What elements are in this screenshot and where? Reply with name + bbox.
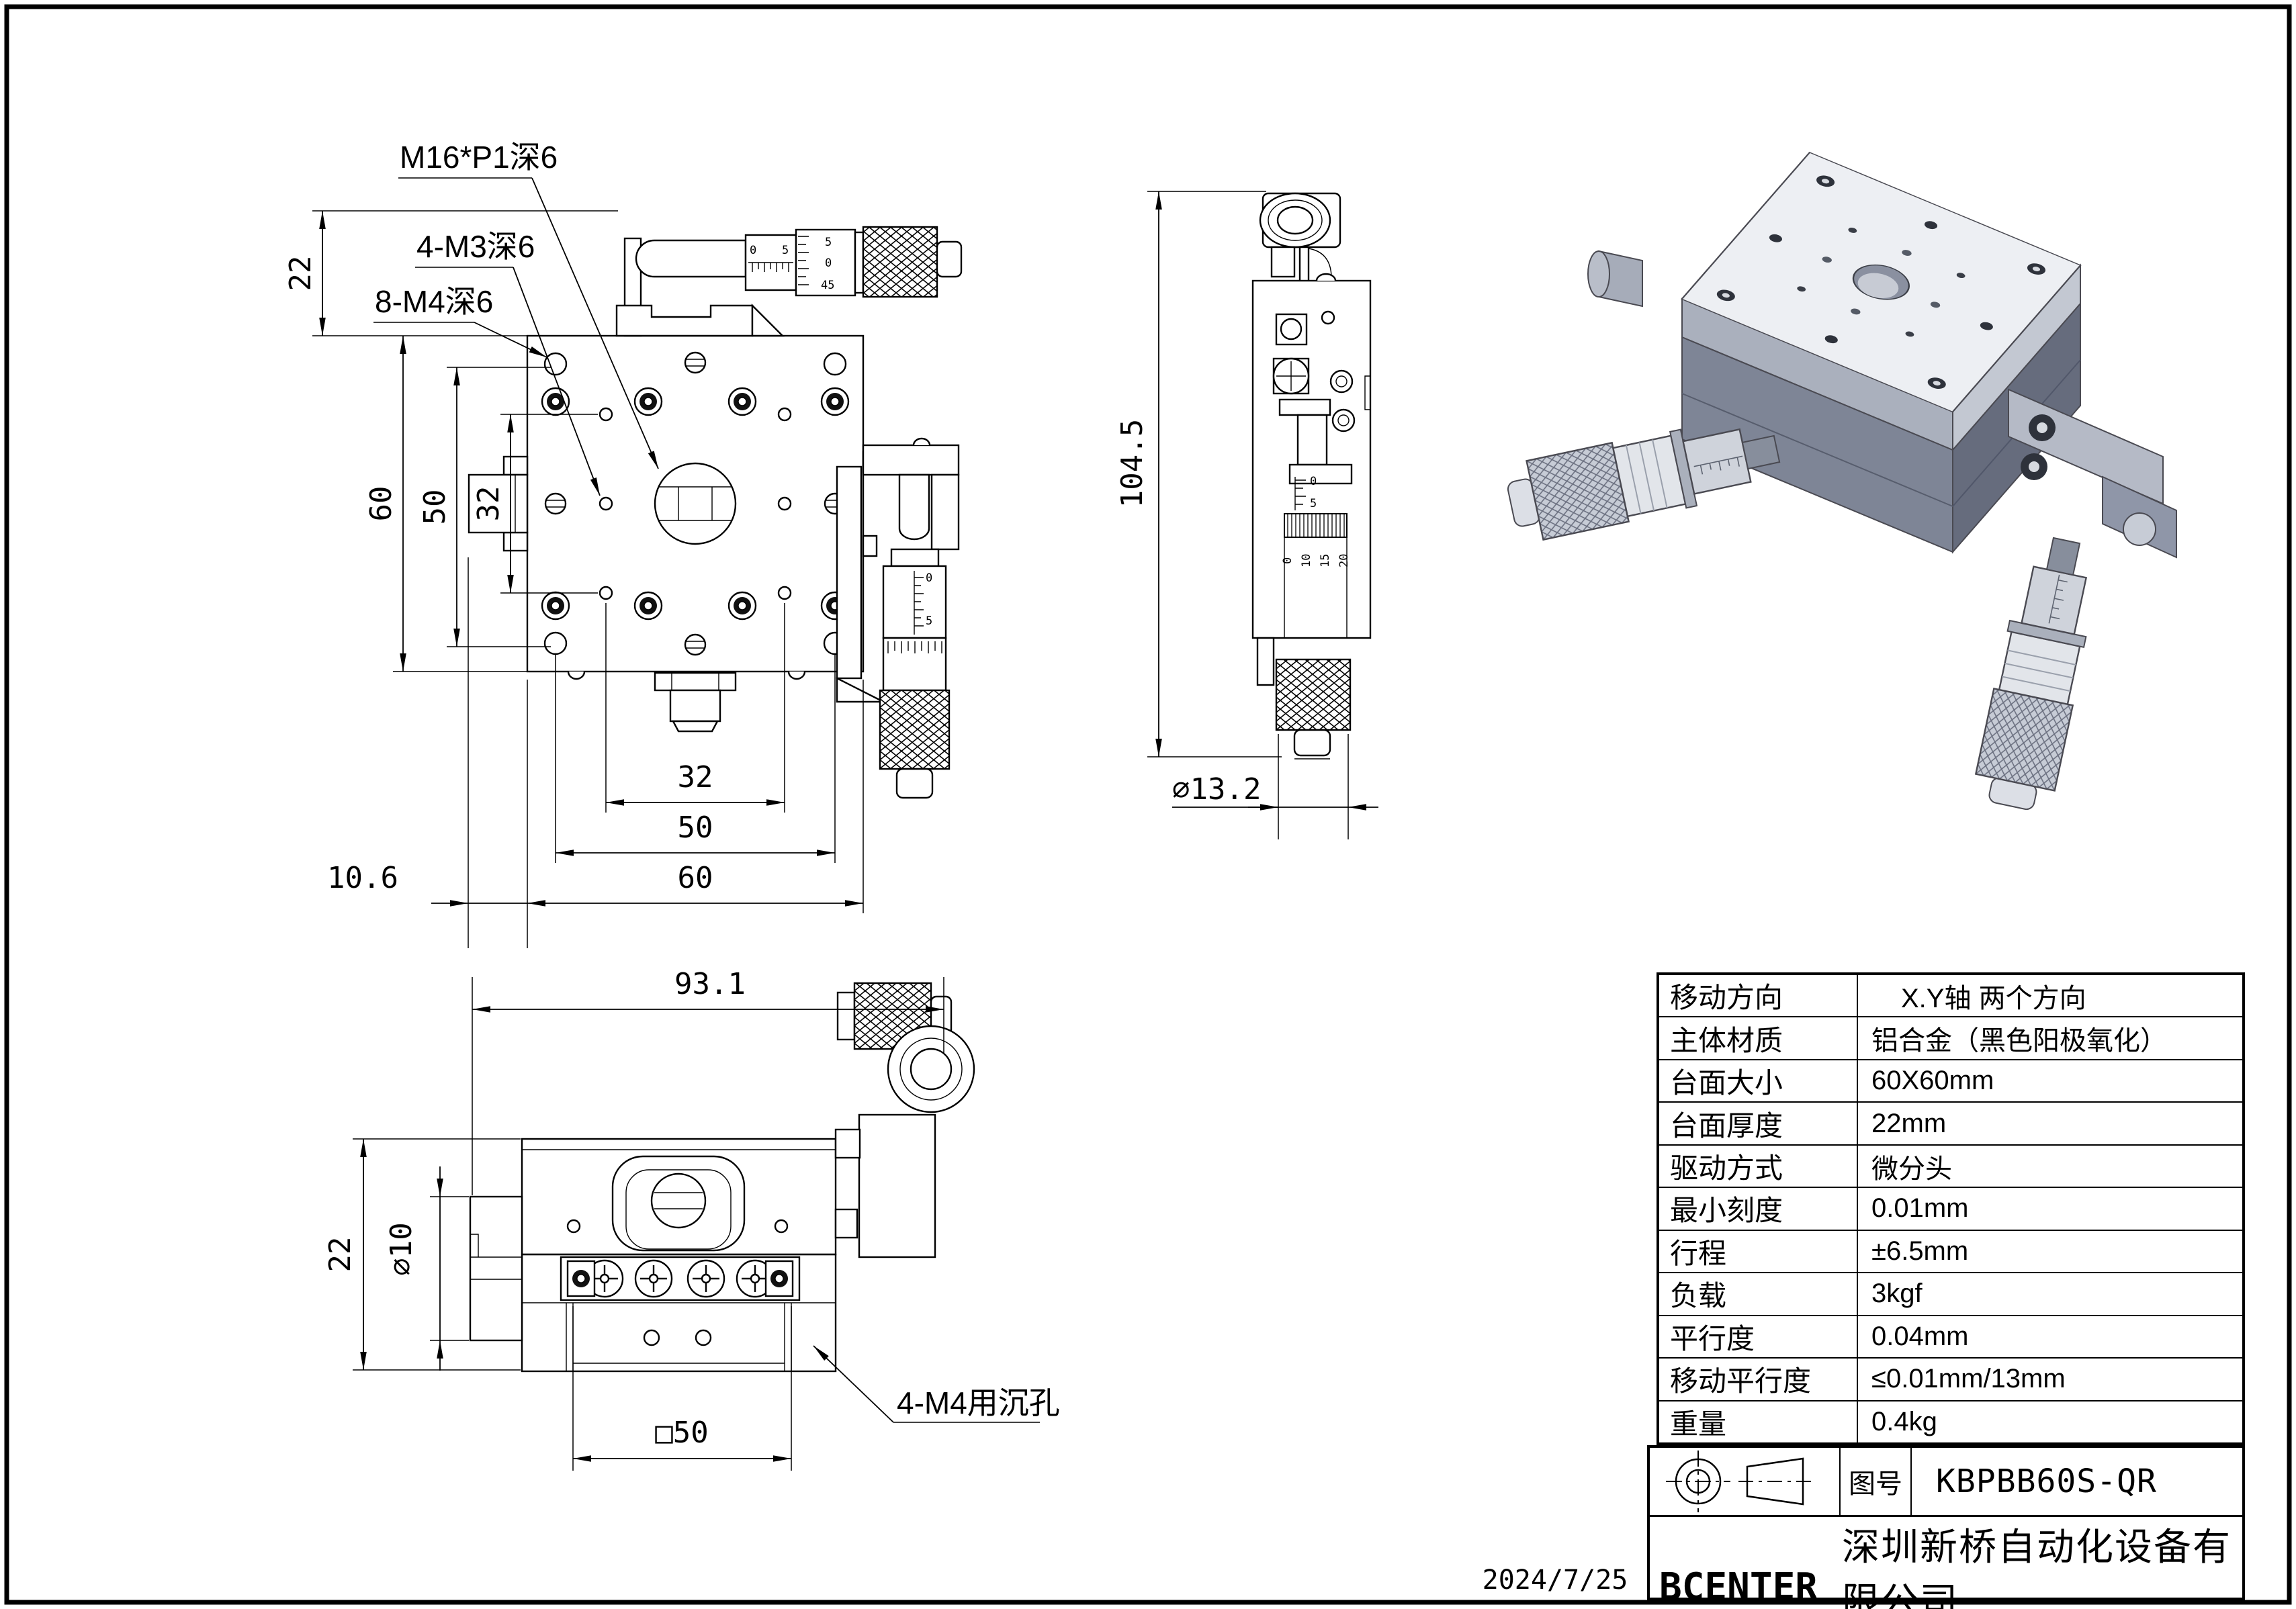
svg-text:5: 5 <box>825 236 832 249</box>
note-center-thread: M16*P1深6 <box>400 140 558 175</box>
svg-text:10: 10 <box>1300 554 1313 567</box>
spec-label: 行程 <box>1659 1230 1858 1273</box>
svg-text:22: 22 <box>323 1237 357 1273</box>
spec-value: 铝合金（黑色阳极氧化） <box>1871 1026 2167 1056</box>
bottom-view-dimensions: 93.1 22 ∅10 □50 4-M4用沉孔 <box>323 967 1060 1471</box>
note-m4: 8-M4深6 <box>375 284 493 319</box>
title-block: 图号 KBPBB60S-QR BCENTER 深圳新桥自动化设备有限公司 www… <box>1647 1445 2245 1609</box>
first-angle-projection-icon <box>1666 1451 1812 1512</box>
x-knurled-knob <box>862 226 938 298</box>
table-row: 最小刻度 0.01mm <box>1659 1187 2242 1230</box>
svg-text:0: 0 <box>1310 475 1317 488</box>
svg-text:□50: □50 <box>655 1416 708 1450</box>
spec-label: 台面厚度 <box>1659 1103 1858 1144</box>
svg-text:∅13.2: ∅13.2 <box>1172 772 1261 807</box>
spec-value: X.Y轴 两个方向 <box>1901 983 2086 1013</box>
note-counterbore: 4-M4用沉孔 <box>897 1385 1060 1420</box>
bottom-knob <box>654 672 737 733</box>
bottom-left-knob <box>469 1195 523 1342</box>
table-row: 负载 3kgf <box>1659 1272 2242 1315</box>
drawing-date: 2024/7/25 <box>1482 1565 1628 1596</box>
spec-label: 移动方向 <box>1659 975 1858 1017</box>
drawing-no: KBPBB60S-QR <box>1936 1463 2157 1500</box>
table-row: 驱动方式 微分头 <box>1659 1144 2242 1187</box>
svg-text:32: 32 <box>678 760 713 794</box>
spec-label: 主体材质 <box>1659 1017 1858 1059</box>
svg-text:50: 50 <box>678 811 713 845</box>
note-m3: 4-M3深6 <box>416 229 535 264</box>
table-row: 移动平行度 ≤0.01mm/13mm <box>1659 1357 2242 1400</box>
svg-text:5: 5 <box>782 244 789 257</box>
brand-logo-text: BCENTER <box>1659 1565 1818 1609</box>
spec-value: 60X60mm <box>1871 1066 1994 1096</box>
spec-label: 最小刻度 <box>1659 1188 1858 1230</box>
spec-table: 移动方向 X.Y轴 两个方向 主体材质 铝合金（黑色阳极氧化） 台面大小 60X… <box>1657 972 2245 1445</box>
svg-text:10.6: 10.6 <box>327 861 398 895</box>
svg-text:50: 50 <box>418 490 452 525</box>
y-knurled-knob <box>879 689 951 770</box>
page-border <box>4 4 2292 1605</box>
spec-label: 移动平行度 <box>1659 1359 1858 1400</box>
drawing-no-label: 图号 <box>1839 1448 1912 1515</box>
spec-label: 平行度 <box>1659 1316 1858 1358</box>
spec-label: 重量 <box>1659 1401 1858 1442</box>
svg-text:60: 60 <box>364 486 398 522</box>
spec-value: ≤0.01mm/13mm <box>1871 1364 2066 1394</box>
table-row: 平行度 0.04mm <box>1659 1314 2242 1358</box>
table-row: 台面厚度 22mm <box>1659 1101 2242 1144</box>
company-name: 深圳新桥自动化设备有限公司 <box>1842 1526 2232 1609</box>
svg-text:32: 32 <box>472 486 506 522</box>
bottom-screws <box>566 1259 794 1298</box>
table-row: 台面大小 60X60mm <box>1659 1058 2242 1102</box>
table-row: 重量 0.4kg <box>1659 1399 2242 1442</box>
spec-value: 微分头 <box>1871 1154 1952 1184</box>
svg-text:0: 0 <box>825 257 832 270</box>
y-micrometer: 0 5 <box>836 437 960 799</box>
svg-text:20: 20 <box>1337 554 1351 567</box>
svg-text:0: 0 <box>750 244 756 257</box>
spec-value: 22mm <box>1871 1108 1947 1138</box>
svg-text:60: 60 <box>678 861 713 895</box>
bottom-view: 93.1 22 ∅10 □50 4-M4用沉孔 <box>323 967 1060 1471</box>
svg-text:0: 0 <box>926 571 932 585</box>
svg-text:5: 5 <box>1310 497 1317 510</box>
svg-text:45: 45 <box>821 279 834 292</box>
table-row: 主体材质 铝合金（黑色阳极氧化） <box>1659 1016 2242 1059</box>
front-view: 0 5 5 0 45 0 5 <box>283 140 963 948</box>
side-view: 0 5 0 10 15 20 104.5 ∅13.2 <box>1115 191 1378 839</box>
svg-text:∅10: ∅10 <box>384 1222 418 1275</box>
svg-text:15: 15 <box>1319 554 1332 567</box>
front-view-notes: M16*P1深6 4-M3深6 8-M4深6 <box>373 140 659 496</box>
svg-text:93.1: 93.1 <box>674 967 746 1001</box>
side-knurled-knob <box>1275 658 1352 731</box>
svg-text:5: 5 <box>926 614 932 628</box>
svg-text:104.5: 104.5 <box>1115 419 1149 508</box>
projection-symbol-cell <box>1650 1448 1839 1515</box>
spec-label: 驱动方式 <box>1659 1145 1858 1187</box>
spec-value: 0.4kg <box>1871 1406 1937 1436</box>
center-hole <box>654 462 737 545</box>
table-row: 行程 ±6.5mm <box>1659 1229 2242 1273</box>
spec-value: 0.01mm <box>1871 1193 1969 1224</box>
bottom-right-assembly <box>834 982 975 1258</box>
x-micrometer: 0 5 5 0 45 <box>615 226 963 337</box>
svg-text:22: 22 <box>283 256 318 291</box>
spec-label: 负载 <box>1659 1273 1858 1315</box>
spec-value: 0.04mm <box>1871 1321 1969 1351</box>
svg-text:0: 0 <box>1281 557 1294 564</box>
washer-screws <box>541 387 850 620</box>
side-view-dimensions: 104.5 ∅13.2 <box>1115 191 1378 839</box>
front-view-dimensions: 22 60 50 32 32 50 60 10.6 <box>283 210 864 948</box>
table-row: 移动方向 X.Y轴 两个方向 <box>1659 975 2242 1017</box>
spec-value: 3kgf <box>1871 1279 1923 1309</box>
spec-value: ±6.5mm <box>1871 1236 1969 1266</box>
iso-y-micrometer <box>1970 531 2107 815</box>
spec-label: 台面大小 <box>1659 1060 1858 1102</box>
iso-3d-view <box>1502 151 2177 815</box>
